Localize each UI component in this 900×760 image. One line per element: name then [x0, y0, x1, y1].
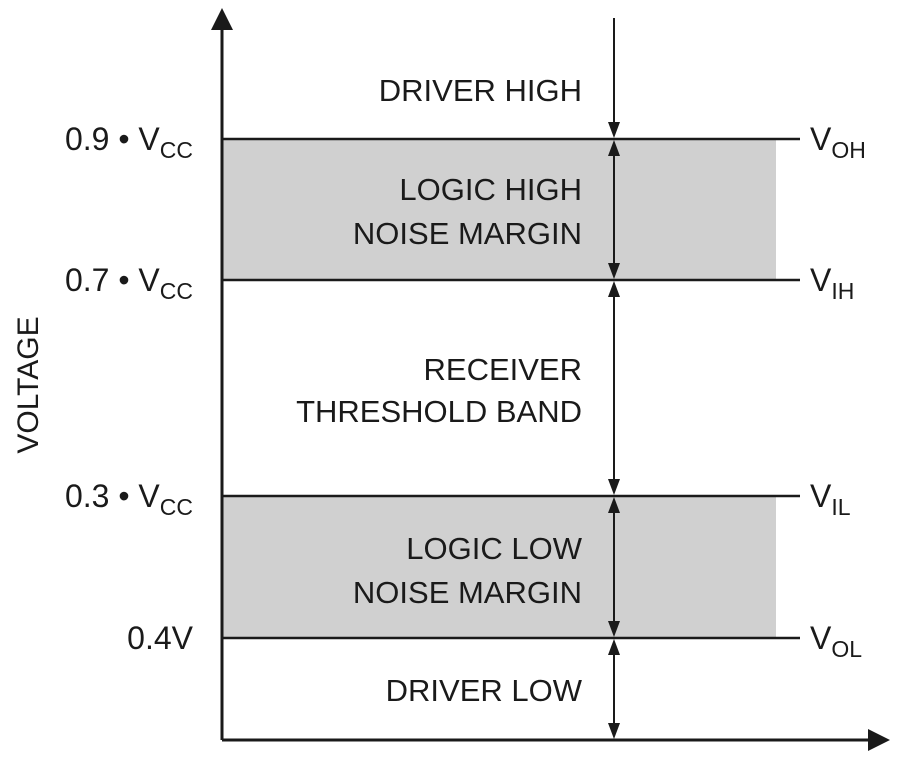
vil-right-label: VIL [810, 478, 851, 520]
vil-left-label: 0.3 • VCC [65, 478, 193, 520]
voh-right-label: VOH [810, 121, 866, 163]
y-axis-arrow-icon [211, 8, 233, 30]
vol-left-label: 0.4V [127, 620, 193, 656]
vih-right-label: VIH [810, 262, 854, 304]
vol-right-label: VOL [810, 620, 862, 662]
vih-left-label: 0.7 • VCC [65, 262, 193, 304]
voh-left-label: 0.9 • VCC [65, 121, 193, 163]
logic-low-noise-margin-arrow [608, 497, 620, 637]
x-axis-arrow-icon [868, 729, 890, 751]
driver-high-arrow [608, 18, 620, 138]
logic-high-noise-margin-band [222, 139, 776, 280]
driver-low-label: DRIVER LOW [386, 673, 583, 708]
y-axis-title: VOLTAGE [12, 316, 45, 453]
receiver-threshold-band-arrow [608, 281, 620, 495]
logic-high-noise-margin-arrow [608, 140, 620, 279]
driver-low-arrow [608, 639, 620, 739]
driver-high-label: DRIVER HIGH [379, 73, 582, 108]
logic-low-noise-margin-band [222, 496, 776, 638]
